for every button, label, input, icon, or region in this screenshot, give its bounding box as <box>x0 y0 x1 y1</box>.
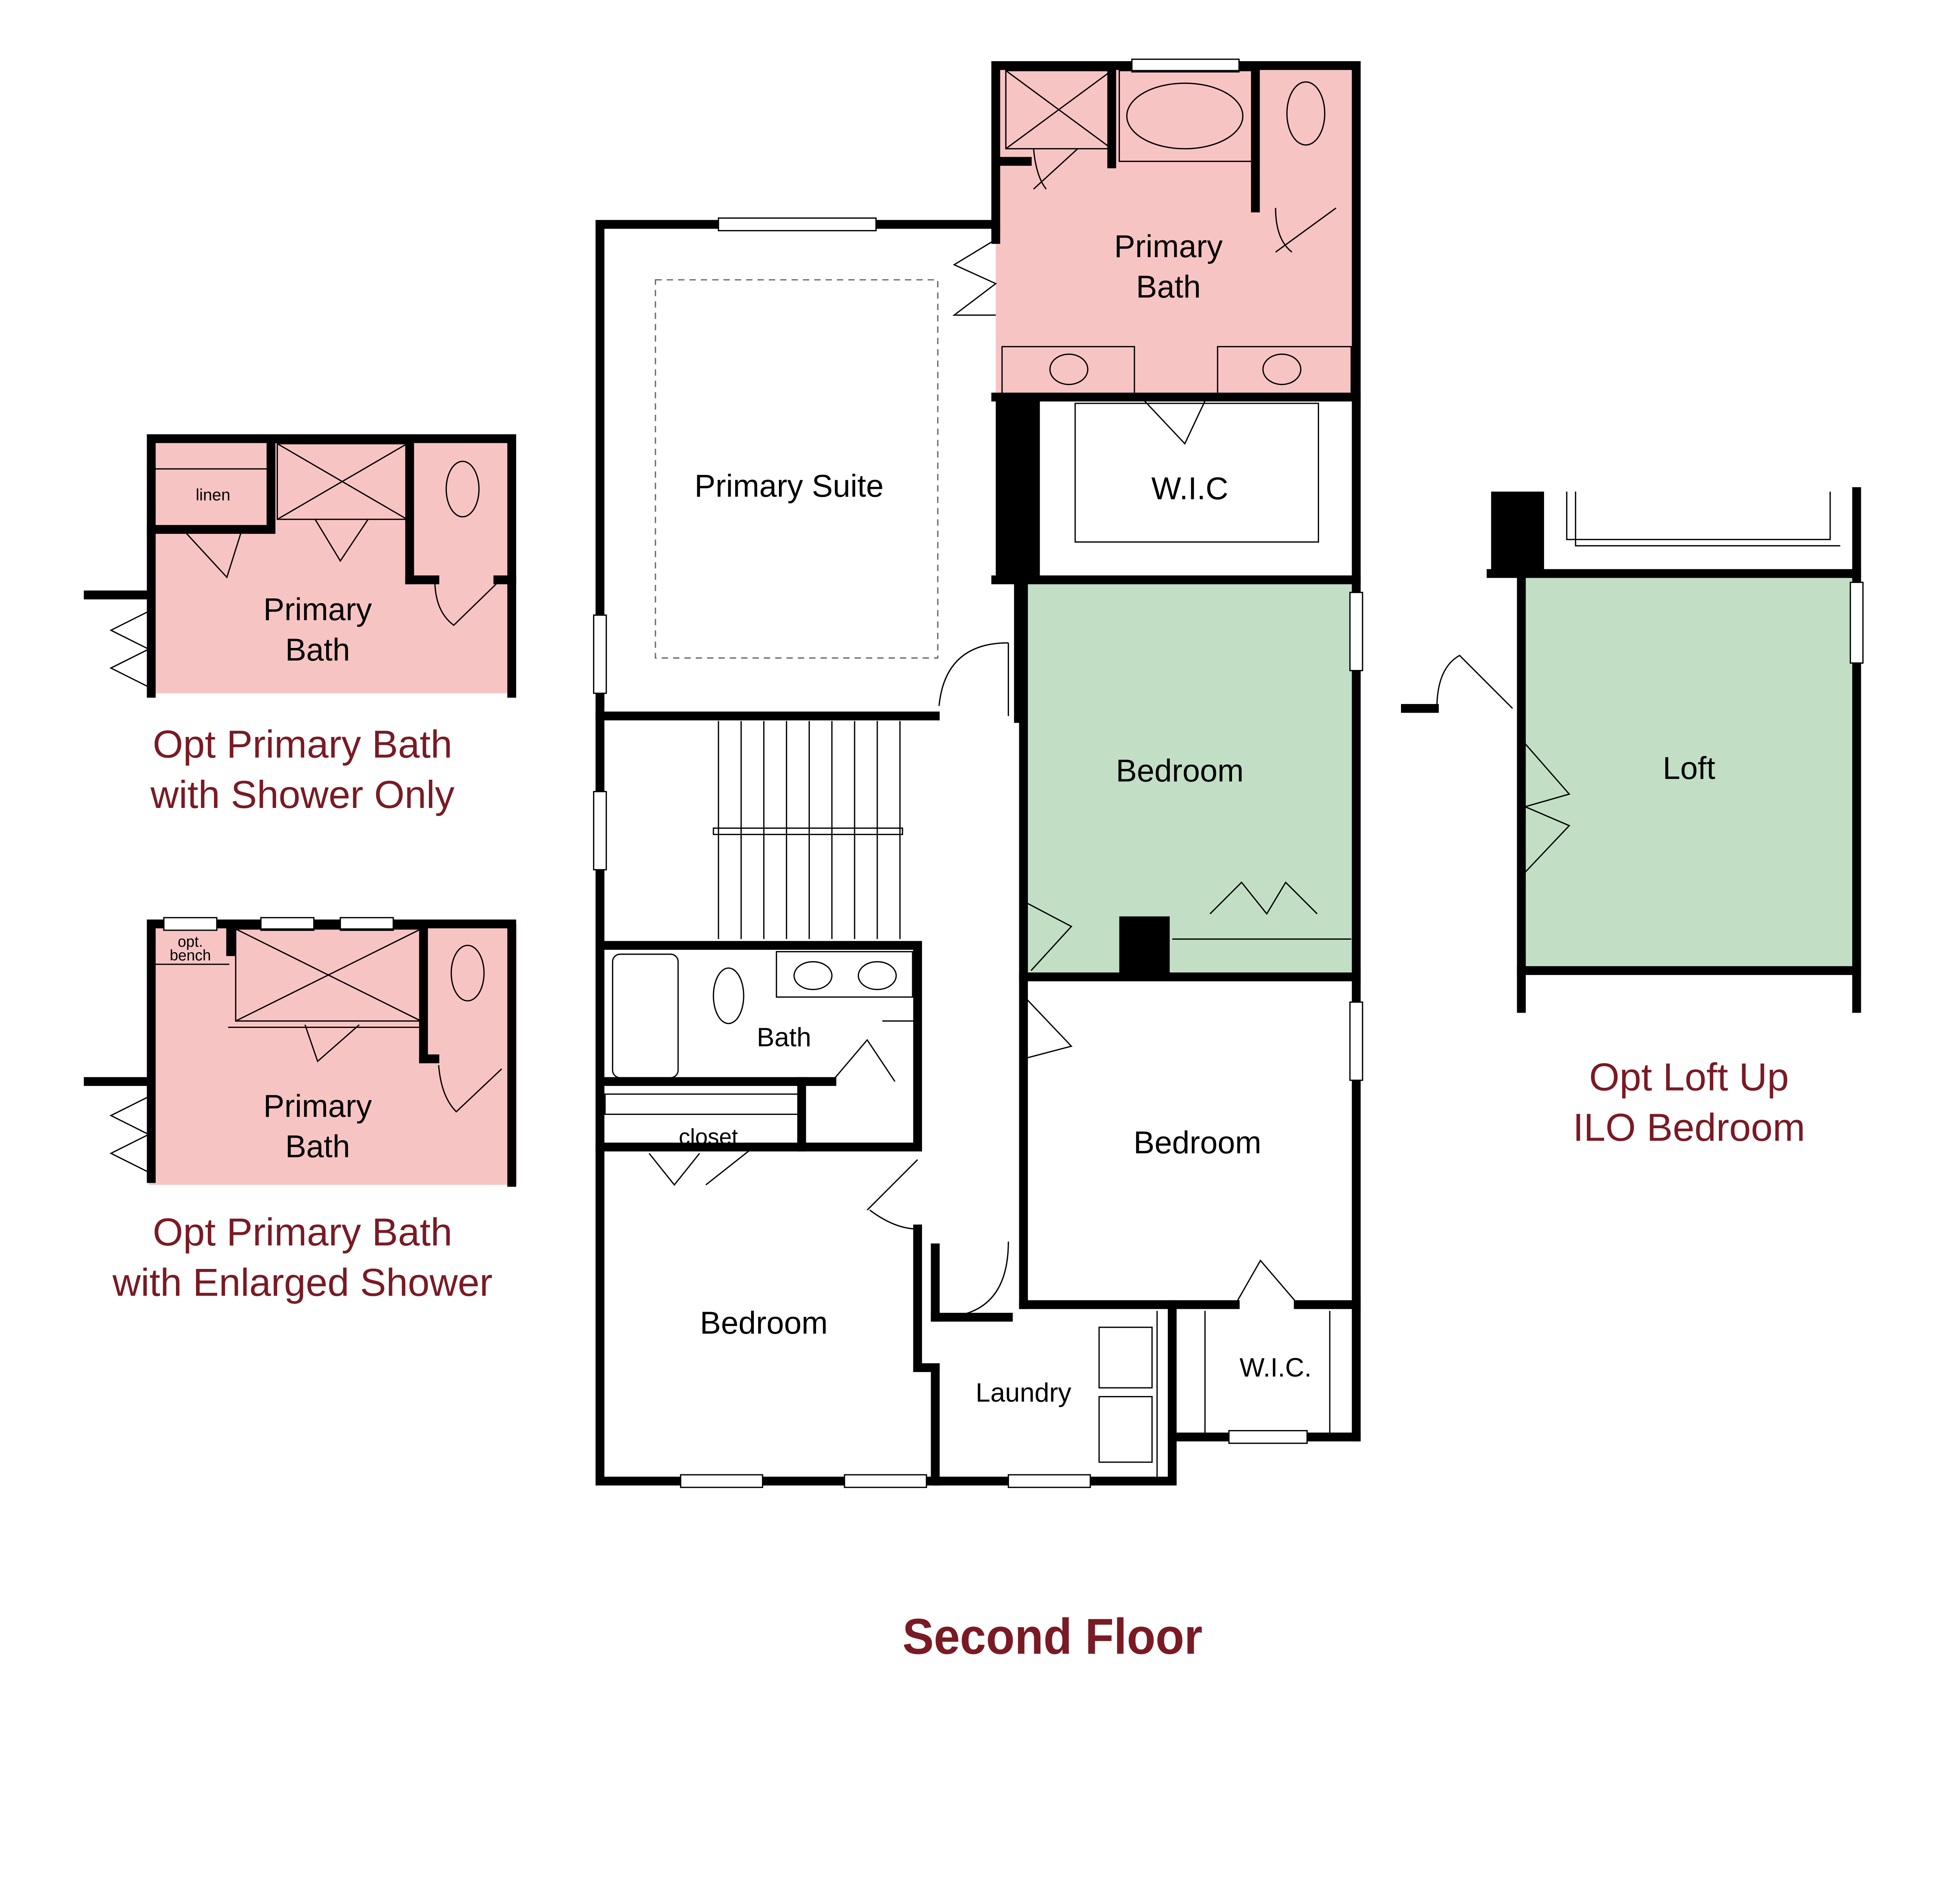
room-label-bedroom-left: Bedroom <box>700 1305 828 1341</box>
option-loft: Loft Opt Loft Up ILO Bedroom <box>1401 487 1864 1149</box>
room-label-loft: Loft <box>1663 751 1715 786</box>
option-enlarged-shower: opt. bench Primary Bath Opt Primary Bath… <box>83 917 517 1304</box>
room-label-closet: closet <box>679 1125 738 1150</box>
main-fixtures <box>593 58 1363 1488</box>
option-shower-only: linen Primary Bath Opt Primary Bath with… <box>83 434 516 817</box>
caption-opt1-line2: with Shower Only <box>150 773 455 817</box>
room-label-opt1-2: Bath <box>285 632 350 668</box>
room-label-wic-primary: W.I.C <box>1151 471 1228 506</box>
caption-opt3-line1: Opt Loft Up <box>1589 1055 1789 1099</box>
room-label-opt2: Primary <box>263 1089 372 1124</box>
caption-opt2-line2: with Enlarged Shower <box>112 1261 492 1304</box>
floor-plan: Primary Bath Primary Suite W.I.C Bedroom… <box>83 58 1864 1665</box>
caption-opt1-line1: Opt Primary Bath <box>153 722 452 766</box>
room-label-bath: Bath <box>757 1023 811 1052</box>
note-opt-bench-2: bench <box>170 947 211 964</box>
room-label-wic-small: W.I.C. <box>1240 1353 1312 1382</box>
caption-opt2-line1: Opt Primary Bath <box>153 1211 452 1254</box>
main-walls <box>595 61 1361 1486</box>
room-label-opt2-2: Bath <box>285 1129 350 1164</box>
primary-bath-area <box>996 65 1356 397</box>
room-label-primary-suite: Primary Suite <box>695 468 884 504</box>
room-label-primary-bath: Primary <box>1114 229 1223 264</box>
room-label-bedroom-green: Bedroom <box>1116 753 1244 789</box>
bedroom-green-area <box>1023 580 1356 977</box>
note-linen: linen <box>196 486 230 504</box>
page-title: Second Floor <box>902 1609 1202 1665</box>
note-opt-bench: opt. <box>178 933 203 950</box>
room-label-bedroom-right: Bedroom <box>1134 1125 1261 1160</box>
room-label-opt1: Primary <box>263 592 372 627</box>
caption-opt3-line2: ILO Bedroom <box>1573 1106 1805 1149</box>
room-label-primary-bath-2: Bath <box>1136 269 1201 305</box>
room-label-laundry: Laundry <box>976 1378 1071 1408</box>
